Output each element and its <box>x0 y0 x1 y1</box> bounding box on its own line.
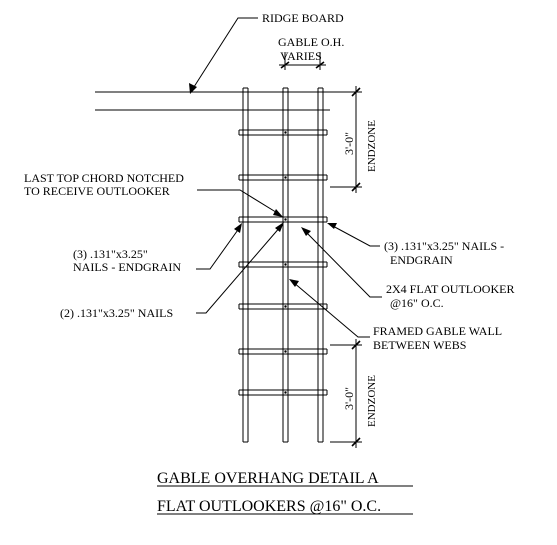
bottom-endzone-dimension <box>330 339 362 448</box>
outlooker <box>238 174 328 181</box>
top-endzone-label: ENDZONE <box>366 120 378 172</box>
nails-endgrain-right-leader <box>327 223 380 247</box>
gable-oh-dimension <box>279 52 326 70</box>
gable-oh-label: GABLE O.H. <box>278 35 344 49</box>
outlooker <box>238 389 328 396</box>
title-line-1: GABLE OVERHANG DETAIL A <box>157 470 379 487</box>
ridge-board-leader <box>189 17 258 94</box>
bottom-dimension-label: 3'-0" <box>342 387 356 410</box>
last-top-chord-label-2: TO RECEIVE OUTLOOKER <box>24 184 170 198</box>
last-top-chord-leader <box>197 189 283 217</box>
outlooker <box>238 261 328 268</box>
framed-gable-wall-label-1: FRAMED GABLE WALL <box>373 324 502 338</box>
framed-gable-wall-leader <box>289 279 370 338</box>
nails-endgrain-right-label-2: ENDGRAIN <box>390 253 453 267</box>
nails-endgrain-left-label-1: (3) .131"x3.25" <box>73 247 148 261</box>
title-block: GABLE OVERHANG DETAIL A FLAT OUTLOOKERS … <box>157 470 413 515</box>
outlooker <box>238 348 328 355</box>
flat-outlookers <box>238 129 328 396</box>
top-dimension-label: 3'-0" <box>342 132 356 155</box>
nails-endgrain-left-label-2: NAILS - ENDGRAIN <box>73 260 181 274</box>
ridge-board <box>95 91 330 111</box>
top-endzone-dimension <box>330 86 362 193</box>
flat-outlooker-label-2: @16" O.C. <box>390 296 444 310</box>
two-nails-leader <box>196 222 284 314</box>
flat-outlooker-leader <box>301 227 382 298</box>
gable-oh-varies-label: VARIES <box>280 49 322 63</box>
last-top-chord-label-1: LAST TOP CHORD NOTCHED <box>24 171 184 185</box>
framed-gable-wall-label-2: BETWEEN WEBS <box>373 338 466 352</box>
bottom-endzone-label: ENDZONE <box>366 375 378 427</box>
two-nails-label: (2) .131"x3.25" NAILS <box>60 306 173 320</box>
flat-outlooker-label-1: 2X4 FLAT OUTLOOKER <box>386 282 514 296</box>
nails-endgrain-left-leader <box>196 223 242 270</box>
outlooker <box>238 129 328 136</box>
ridge-board-label: RIDGE BOARD <box>262 11 344 25</box>
outlooker <box>238 303 328 310</box>
nail-marks <box>284 131 287 394</box>
vertical-members <box>242 87 324 443</box>
title-line-2: FLAT OUTLOOKERS @16" O.C. <box>157 498 381 515</box>
nails-endgrain-right-label-1: (3) .131"x3.25" NAILS - <box>384 239 504 253</box>
